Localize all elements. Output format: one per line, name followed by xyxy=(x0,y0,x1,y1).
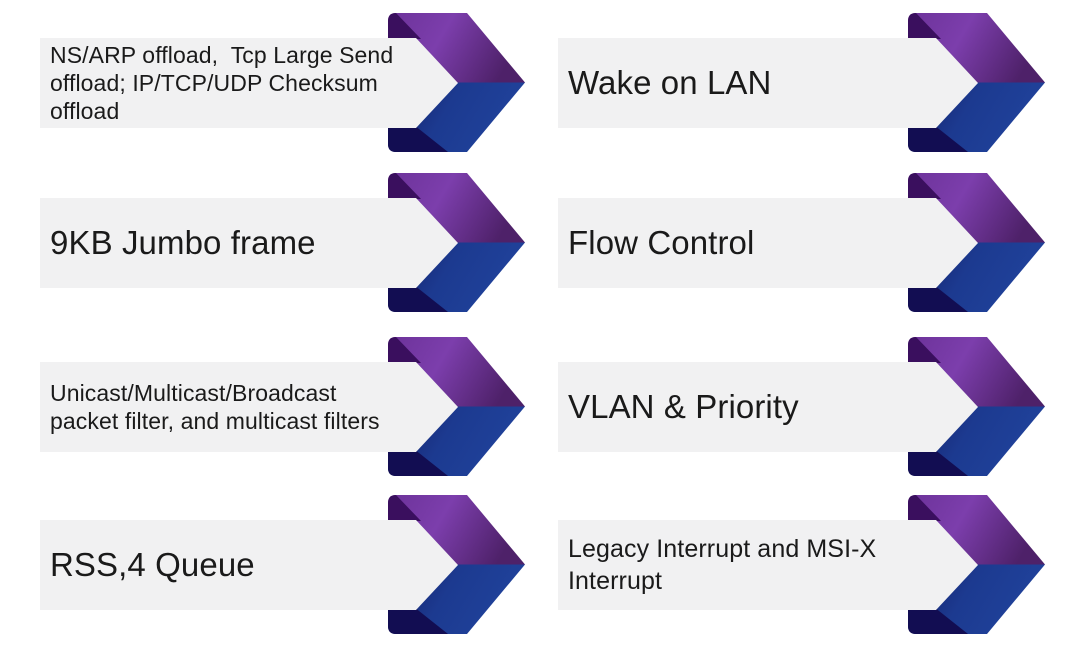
feature-label: Unicast/Multicast/Broadcast packet filte… xyxy=(50,380,380,434)
feature-label-bar: Legacy Interrupt and MSI-X Interrupt xyxy=(558,520,978,610)
feature-label: VLAN & Priority xyxy=(568,388,799,425)
feature-item-wake-on-lan: Wake on LAN xyxy=(558,13,1045,152)
feature-item-interrupts: Legacy Interrupt and MSI-X Interrupt xyxy=(558,495,1045,634)
feature-label: Legacy Interrupt and MSI-X Interrupt xyxy=(568,535,884,595)
feature-item-vlan-priority: VLAN & Priority xyxy=(558,337,1045,476)
feature-label-bar: Flow Control xyxy=(558,198,978,288)
feature-item-flow-control: Flow Control xyxy=(558,173,1045,312)
feature-item-packet-filters: Unicast/Multicast/Broadcast packet filte… xyxy=(40,337,525,476)
feature-label-bar: 9KB Jumbo frame xyxy=(40,198,458,288)
feature-label: 9KB Jumbo frame xyxy=(50,224,316,261)
feature-label-bar: Unicast/Multicast/Broadcast packet filte… xyxy=(40,362,458,452)
feature-label: RSS,4 Queue xyxy=(50,546,255,583)
feature-label: Flow Control xyxy=(568,224,755,261)
feature-label-bar: RSS,4 Queue xyxy=(40,520,458,610)
feature-item-offloads: NS/ARP offload, Tcp Large Send offload; … xyxy=(40,13,525,152)
feature-label-bar: VLAN & Priority xyxy=(558,362,978,452)
feature-item-rss-queue: RSS,4 Queue xyxy=(40,495,525,634)
feature-label: Wake on LAN xyxy=(568,64,772,101)
feature-item-jumbo-frame: 9KB Jumbo frame xyxy=(40,173,525,312)
feature-label-bar: Wake on LAN xyxy=(558,38,978,128)
feature-label: NS/ARP offload, Tcp Large Send offload; … xyxy=(50,42,400,124)
feature-label-bar: NS/ARP offload, Tcp Large Send offload; … xyxy=(40,38,458,128)
